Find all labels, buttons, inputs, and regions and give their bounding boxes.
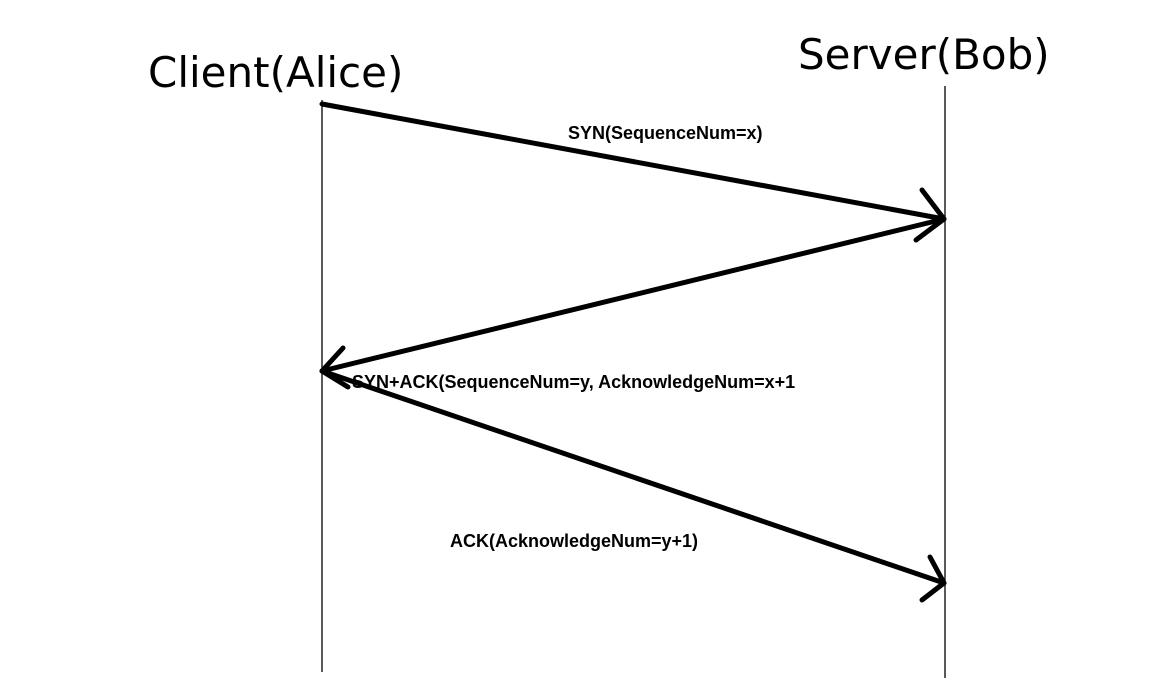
server-actor-label: Server(Bob) — [798, 30, 1050, 79]
syn-ack-message-label: SYN+ACK(SequenceNum=y, AcknowledgeNum=x+… — [352, 372, 796, 392]
ack-arrow — [319, 368, 947, 603]
syn-ack-arrow — [319, 216, 947, 390]
ack-message-label: ACK(AcknowledgeNum=y+1) — [450, 531, 699, 551]
client-actor-label: Client(Alice) — [148, 48, 404, 97]
syn-message-label: SYN(SequenceNum=x) — [568, 123, 763, 143]
